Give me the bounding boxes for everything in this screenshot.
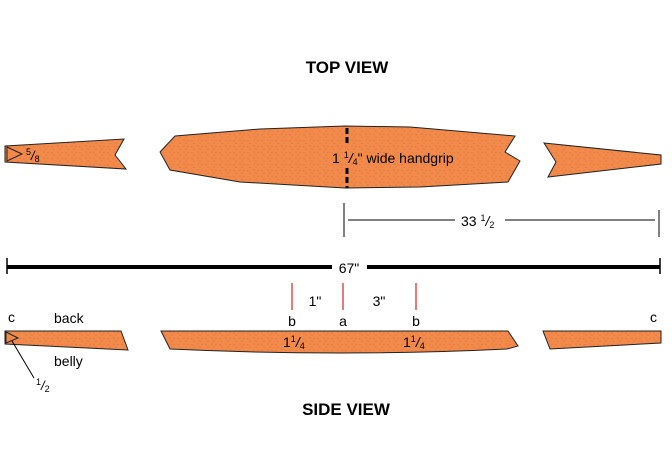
label-c-left: c bbox=[8, 309, 15, 325]
half-length-label: 33 1/2 bbox=[461, 213, 494, 230]
label-b-left: b bbox=[288, 313, 296, 329]
side-left-tip-marker bbox=[5, 331, 20, 344]
side-right-limb bbox=[542, 330, 662, 350]
label-a: a bbox=[339, 313, 347, 329]
top-right-limb bbox=[543, 142, 662, 178]
label-b-right: b bbox=[412, 313, 420, 329]
top-left-tip-marker bbox=[6, 146, 24, 162]
tip-thickness-leader bbox=[11, 340, 35, 379]
overall-length-label: 67" bbox=[339, 260, 360, 276]
top-tip-width-label: 5/8 bbox=[26, 147, 40, 164]
side-center-section bbox=[160, 330, 519, 354]
spacing-b-to-a: 1" bbox=[309, 293, 322, 309]
top-view-title: TOP VIEW bbox=[306, 58, 389, 77]
tip-thickness-label: 1/2 bbox=[36, 377, 50, 394]
top-left-limb bbox=[4, 138, 128, 170]
label-back: back bbox=[54, 310, 85, 326]
thickness-left-label: 11/4 bbox=[283, 334, 305, 351]
thickness-right-label: 11/4 bbox=[403, 334, 425, 351]
label-belly: belly bbox=[54, 353, 83, 369]
label-c-right: c bbox=[650, 309, 657, 325]
spacing-a-to-b: 3" bbox=[373, 293, 386, 309]
handgrip-label: 1 1/4" wide handgrip bbox=[332, 150, 454, 167]
top-center-section bbox=[159, 125, 521, 189]
side-left-limb bbox=[4, 330, 129, 351]
side-view-title: SIDE VIEW bbox=[302, 400, 391, 419]
